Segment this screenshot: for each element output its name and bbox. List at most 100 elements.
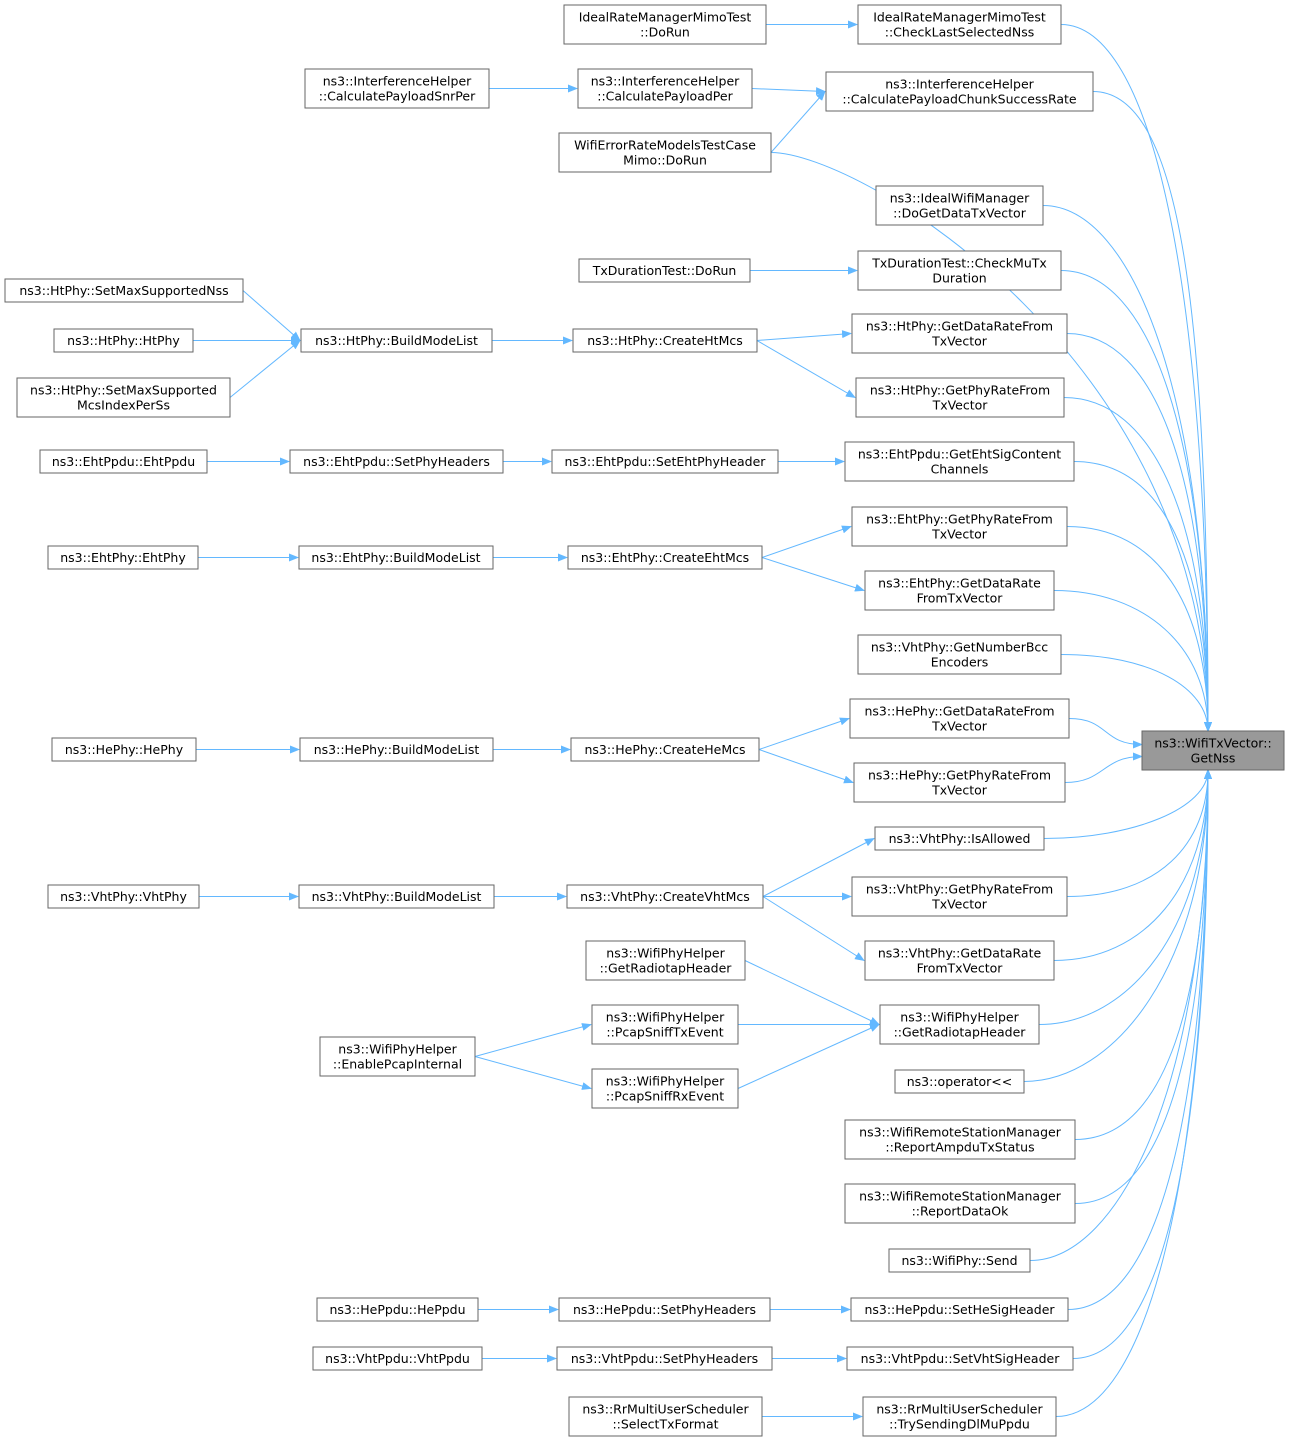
node-irm-check[interactable]: IdealRateManagerMimoTest::CheckLastSelec… — [857, 4, 1062, 45]
node-vhtppdu-headers[interactable]: ns3::VhtPpdu::SetPhyHeaders — [556, 1346, 773, 1371]
node-wph-snifftx[interactable]: ns3::WifiPhyHelper::PcapSniffTxEvent — [591, 1004, 739, 1045]
node-ehtppdu-headers[interactable]: ns3::EhtPpdu::SetPhyHeaders — [289, 449, 504, 474]
node-label: Duration — [932, 271, 986, 286]
node-wp-send[interactable]: ns3::WifiPhy::Send — [888, 1248, 1031, 1273]
node-label: ns3::EhtPpdu::SetPhyHeaders — [303, 454, 490, 469]
node-txd-dorun[interactable]: TxDurationTest::DoRun — [578, 258, 751, 283]
node-wph-radiotap2[interactable]: ns3::WifiPhyHelper::GetRadiotapHeader — [879, 1004, 1040, 1045]
node-he-createmcs[interactable]: ns3::HePhy::CreateHeMcs — [570, 737, 760, 762]
node-box — [298, 884, 495, 909]
edge-eht-datarate-to-target — [1053, 590, 1212, 732]
node-label: ns3::EhtPpdu::EhtPpdu — [52, 454, 195, 469]
node-box — [591, 1068, 739, 1109]
node-label: ns3::HtPhy::SetMaxSupported — [30, 383, 217, 398]
edge-heppdu-sig-to-target — [1067, 769, 1212, 1310]
node-box — [857, 250, 1062, 291]
node-box — [298, 545, 494, 570]
node-label: ns3::operator<< — [907, 1074, 1013, 1089]
edge-vht-allowed-to-target — [1043, 769, 1212, 839]
node-label: ns3::HePpdu::SetPhyHeaders — [573, 1302, 756, 1317]
node-vht-allowed[interactable]: ns3::VhtPhy::IsAllowed — [874, 826, 1045, 851]
node-label: GetNss — [1191, 751, 1236, 766]
node-ht-createmcs[interactable]: ns3::HtPhy::CreateHtMcs — [572, 328, 758, 353]
node-label: TxVector — [931, 334, 988, 349]
node-label: ns3::WifiPhyHelper — [606, 946, 725, 961]
node-he-build[interactable]: ns3::HePhy::BuildModeList — [299, 737, 494, 762]
node-label: ns3::WifiPhyHelper — [606, 1010, 725, 1025]
node-label: ns3::VhtPpdu::VhtPpdu — [325, 1351, 470, 1366]
node-wrsm-ampdu[interactable]: ns3::WifiRemoteStationManager::ReportAmp… — [844, 1119, 1076, 1160]
node-box — [319, 1036, 476, 1077]
node-label: ns3::EhtPhy::BuildModeList — [311, 550, 480, 565]
node-label: ns3::VhtPhy::CreateVhtMcs — [580, 889, 750, 904]
node-box — [289, 449, 504, 474]
node-heppdu-sig[interactable]: ns3::HePpdu::SetHeSigHeader — [850, 1297, 1069, 1322]
node-label: ns3::HePpdu::HePpdu — [329, 1302, 465, 1317]
node-ih-snrper[interactable]: ns3::InterferenceHelper::CalculatePayloa… — [304, 68, 490, 109]
node-box — [16, 377, 231, 418]
node-op-stream[interactable]: ns3::operator<< — [894, 1069, 1025, 1094]
edge-wph-radiotap2-to-target — [1038, 769, 1212, 1025]
node-box — [300, 328, 493, 353]
node-label: ns3::VhtPpdu::SetPhyHeaders — [571, 1351, 758, 1366]
node-iwm-txv[interactable]: ns3::IdealWifiManager::DoGetDataTxVector — [875, 185, 1044, 226]
node-rr-dlmu[interactable]: ns3::RrMultiUserScheduler::TrySendingDlM… — [862, 1396, 1057, 1437]
node-label: ns3::HtPhy::GetDataRateFrom — [866, 319, 1053, 334]
node-heppdu-headers[interactable]: ns3::HePpdu::SetPhyHeaders — [558, 1297, 771, 1322]
node-he-ctor[interactable]: ns3::HePhy::HePhy — [51, 737, 197, 762]
edge-vht-createmcs-to-vht-datarate — [762, 896, 865, 962]
nodes-layer: IdealRateManagerMimoTest::CheckLastSelec… — [4, 4, 1285, 1437]
node-vhtppdu-sig[interactable]: ns3::VhtPpdu::SetVhtSigHeader — [846, 1346, 1074, 1371]
node-box — [39, 449, 208, 474]
node-label: Encoders — [931, 655, 989, 670]
node-label: ns3::InterferenceHelper — [885, 77, 1034, 92]
node-box — [556, 1346, 773, 1371]
target-node[interactable]: ns3::WifiTxVector::GetNss — [1141, 730, 1285, 771]
node-heppdu-ctor[interactable]: ns3::HePpdu::HePpdu — [316, 1297, 479, 1322]
node-ih-chunk[interactable]: ns3::InterferenceHelper::CalculatePayloa… — [825, 71, 1094, 112]
node-label: TxVector — [931, 719, 988, 734]
edge-he-datarate-to-target — [1068, 718, 1143, 749]
node-eht-createmcs[interactable]: ns3::EhtPhy::CreateEhtMcs — [567, 545, 763, 570]
node-box — [585, 940, 746, 981]
node-vht-createmcs[interactable]: ns3::VhtPhy::CreateVhtMcs — [566, 884, 764, 909]
node-box — [51, 737, 197, 762]
node-vht-ctor[interactable]: ns3::VhtPhy::VhtPhy — [47, 884, 200, 909]
node-label: FromTxVector — [917, 591, 1004, 606]
node-box — [851, 506, 1068, 547]
node-ehtppdu-setphy[interactable]: ns3::EhtPpdu::SetEhtPhyHeader — [551, 449, 779, 474]
node-eht-build[interactable]: ns3::EhtPhy::BuildModeList — [298, 545, 494, 570]
node-rr-select[interactable]: ns3::RrMultiUserScheduler::SelectTxForma… — [568, 1396, 763, 1437]
node-ht-build[interactable]: ns3::HtPhy::BuildModeList — [300, 328, 493, 353]
node-ehtppdu-ctor[interactable]: ns3::EhtPpdu::EhtPpdu — [39, 449, 208, 474]
node-ht-ctor[interactable]: ns3::HtPhy::HtPhy — [53, 328, 194, 353]
node-ht-setmaxnss[interactable]: ns3::HtPhy::SetMaxSupportedNss — [4, 278, 244, 303]
node-wph-enable[interactable]: ns3::WifiPhyHelper::EnablePcapInternal — [319, 1036, 476, 1077]
node-wph-sniffrx[interactable]: ns3::WifiPhyHelper::PcapSniffRxEvent — [591, 1068, 739, 1109]
node-label: ::TrySendingDlMuPpdu — [889, 1417, 1030, 1432]
node-label: ns3::WifiPhyHelper — [338, 1042, 457, 1057]
node-eht-ctor[interactable]: ns3::EhtPhy::EhtPhy — [47, 545, 199, 570]
node-box — [857, 4, 1062, 45]
node-vhtppdu-ctor[interactable]: ns3::VhtPpdu::VhtPpdu — [312, 1346, 483, 1371]
node-wrsm-dataok[interactable]: ns3::WifiRemoteStationManager::ReportDat… — [844, 1183, 1076, 1224]
edge-eht-phyrate-to-target — [1066, 526, 1212, 732]
node-wph-radiotap[interactable]: ns3::WifiPhyHelper::GetRadiotapHeader — [585, 940, 746, 981]
node-ih-per[interactable]: ns3::InterferenceHelper::CalculatePayloa… — [577, 68, 753, 109]
node-irm-dorun[interactable]: IdealRateManagerMimoTest::DoRun — [563, 4, 767, 45]
edge-vht-bcc-to-target — [1060, 654, 1212, 732]
node-vht-build[interactable]: ns3::VhtPhy::BuildModeList — [298, 884, 495, 909]
